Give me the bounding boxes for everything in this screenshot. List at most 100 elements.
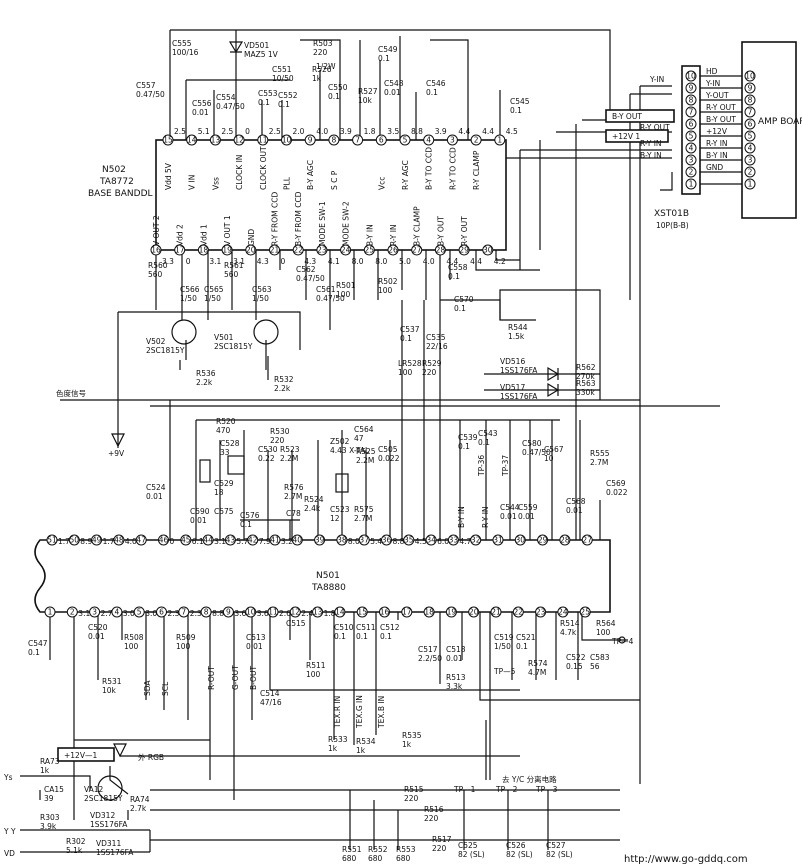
component-value: 1k — [312, 74, 322, 83]
component-value: 0.15 — [566, 662, 583, 671]
amp-pin-circle — [744, 130, 756, 142]
n501-bottom-pin-circle — [200, 606, 212, 618]
n502-bottom-pin-signal: R-Y OUT — [460, 216, 469, 246]
n501-top-pin-number: 43 — [226, 536, 236, 545]
n502-top-pin-signal: V IN — [188, 175, 197, 190]
amp-pin-number: 2 — [748, 168, 753, 177]
plus12-1-label: +12V—1 — [64, 751, 97, 760]
component-ref: C519 — [494, 633, 514, 642]
by-in-label: B-Y IN — [640, 151, 662, 160]
n502-bottom-pin-signal: B-Y OUT — [436, 216, 445, 246]
n501-top-pin-number: 47 — [136, 536, 146, 545]
n501-bottom-pin-circle — [334, 606, 346, 618]
n502-top-pin-circle — [328, 134, 340, 146]
n501-bottom-pin-circle — [289, 606, 301, 618]
n501-top-pin-number: 42 — [248, 536, 258, 545]
n501-top-pin-voltage: 1.7 — [103, 537, 115, 546]
n501-top-pin-circle — [135, 534, 147, 546]
n501-bottom-pin-voltage: 3.6 — [257, 609, 269, 618]
component-value: 18 — [214, 488, 224, 497]
n502-top-pin-number: 6 — [379, 136, 384, 145]
n501-bottom-pin-number: 5 — [137, 608, 142, 617]
component-value: 220 — [422, 368, 437, 377]
n502-top-pin-voltage: 4.5 — [506, 127, 518, 136]
component-ref: C557 — [136, 81, 156, 90]
component-ref: LR528 — [398, 359, 422, 368]
amp-pin-circle — [744, 118, 756, 130]
component-ref: Z502 — [330, 437, 350, 446]
n502-bottom-pin-voltage: 3.1 — [209, 257, 221, 266]
component-value: 3.9k — [40, 822, 57, 831]
xs-pin-number: 7 — [689, 108, 694, 117]
n502-bottom-pin-number: 29 — [459, 246, 469, 255]
component-value: 1k — [402, 740, 412, 749]
component-value: 0.47/50 — [316, 294, 345, 303]
component-value: 100 — [378, 286, 393, 295]
component-ref: R503 — [313, 39, 333, 48]
component-ref: C575 — [214, 507, 234, 516]
n502-bottom-pin-circle — [363, 244, 375, 256]
component-ref: R553 — [396, 845, 416, 854]
n501-top-pin-circle — [381, 534, 392, 546]
n501-top-pin-circle — [180, 534, 192, 546]
n502-bottom-pin-signal: B-Y FROM CCD — [294, 191, 303, 246]
crystal-z502-icon — [335, 473, 349, 493]
n502-top-pin-voltage: 4.4 — [458, 127, 470, 136]
component-ref: C562 — [296, 265, 316, 274]
xs-pin-circle — [685, 70, 697, 82]
n502-top-pin-circle — [352, 134, 364, 146]
component-ref: R551 — [342, 845, 362, 854]
component-ref: R502 — [378, 277, 398, 286]
connector-signal-label: R-Y IN — [706, 139, 728, 148]
n501-top-pin-number: 34 — [426, 536, 436, 545]
n501-top-pin-circle — [224, 534, 236, 546]
n501-top-pin-circle — [158, 534, 169, 546]
component-ref: C555 — [172, 39, 192, 48]
component-ref: R562 — [576, 363, 596, 372]
n502-top-pin-circle — [446, 134, 458, 146]
component-value: 0.01 — [192, 108, 209, 117]
component-ref: R526 — [312, 65, 332, 74]
component-ref: C561 — [316, 285, 336, 294]
connector-signal-label: B-Y IN — [706, 151, 728, 160]
component-ref: CA15 — [44, 785, 64, 794]
component-ref: C518 — [446, 645, 466, 654]
n501-top-pin-number: 45 — [181, 536, 191, 545]
n502-top-pin-voltage: 2.5 — [174, 127, 186, 136]
tp37-label: TP-37 — [501, 455, 510, 477]
n501-top-pin-number: 30 — [516, 536, 526, 545]
component-value: 2.7M — [284, 492, 302, 501]
amp-pin-number: 3 — [748, 156, 753, 165]
n502-top-pin-voltage: 3.5 — [387, 127, 399, 136]
component-value: 2.7M — [590, 458, 608, 467]
component-value: 2SC1815Y — [214, 342, 253, 351]
component-ref: R513 — [446, 673, 466, 682]
component-value: 0.022 — [606, 488, 628, 497]
n502-top-pin-circle — [186, 134, 198, 146]
n502-top-pin-voltage: 3.9 — [340, 127, 352, 136]
amp-pin-circle — [744, 106, 756, 118]
n501-top-pin-number: 48 — [114, 536, 124, 545]
n502-top-pin-signal: Vdd 5V — [164, 162, 173, 190]
component-value: 0.1 — [28, 648, 40, 657]
n501-bottom-pin-number: 21 — [491, 608, 501, 617]
component-value: 56 — [590, 662, 600, 671]
component-ref: C569 — [606, 479, 626, 488]
n501-bottom-pin-number: 1 — [48, 608, 53, 617]
tp2-label: TP—2 — [495, 785, 518, 794]
diode-vd517-icon — [547, 382, 560, 398]
component-value: 0.1 — [510, 106, 522, 115]
component-ref: C583 — [590, 653, 610, 662]
component-ref: C539 — [458, 433, 478, 442]
n502-desc: BASE BANDDL — [88, 189, 153, 199]
n501-top-pin-circle — [447, 534, 459, 546]
component-ref: VD311 — [96, 839, 121, 848]
component-value: 1SS176FA — [500, 392, 538, 401]
component-ref: V501 — [214, 333, 234, 342]
component-ref: R536 — [196, 369, 216, 378]
component-ref: R508 — [124, 633, 144, 642]
n501-top-pin-voltage: 6.0 — [437, 537, 449, 546]
n502-top-pin-number: 11 — [258, 136, 268, 145]
n501-top-pin-voltage: 6.1 — [192, 537, 204, 546]
component-value: 1/50 — [180, 294, 197, 303]
